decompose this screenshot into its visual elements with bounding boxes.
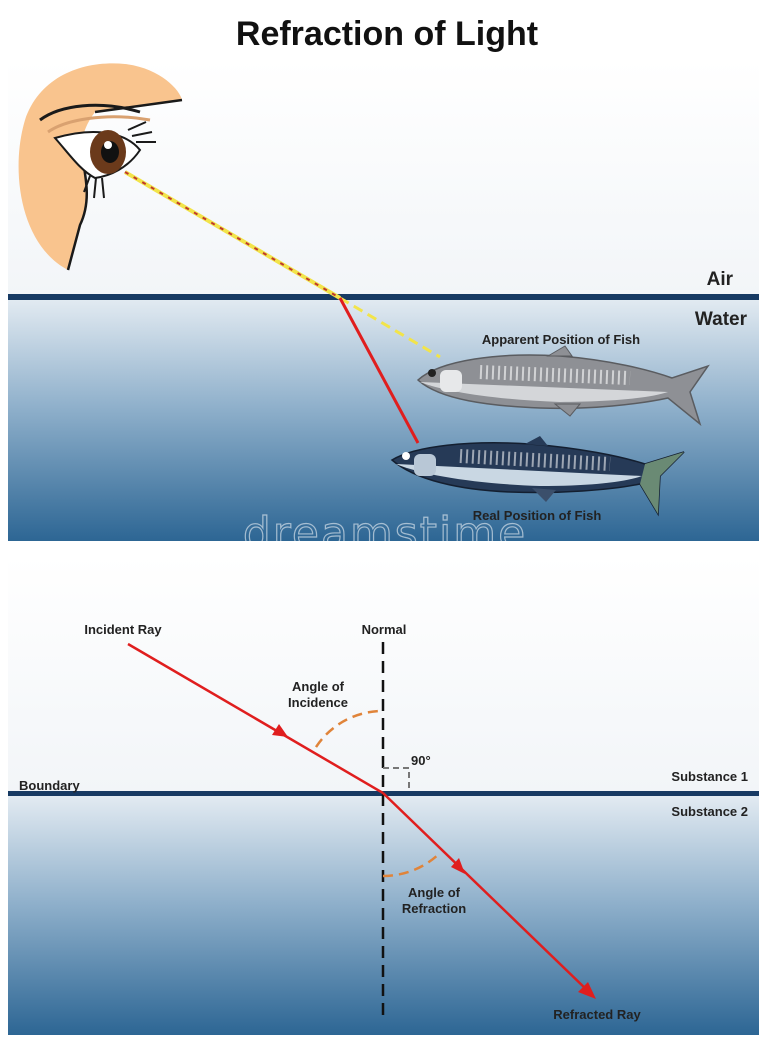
eye-icon (18, 63, 183, 271)
normal-label: Normal (362, 622, 407, 637)
refracted-ray-end-arrow (578, 982, 596, 999)
apparent-ray (339, 296, 441, 359)
substance2-label: Substance 2 (671, 804, 748, 819)
right-angle-marker (383, 767, 410, 792)
substance1-label: Substance 1 (671, 769, 748, 784)
incident-ray-arrow (272, 724, 288, 737)
angle-of-refraction-arc (382, 852, 441, 878)
angle-of-refraction-label-1: Angle of (408, 885, 461, 900)
apparent-fish (416, 345, 710, 427)
refracted-ray-label: Refracted Ray (553, 1007, 641, 1022)
substance1-region (8, 556, 759, 793)
air-label: Air (707, 269, 734, 290)
top-panel: Air Water dreamstime (8, 60, 759, 560)
right-angle-label: 90° (411, 753, 431, 768)
angle-of-incidence-label-1: Angle of (292, 679, 345, 694)
incident-ray-label: Incident Ray (84, 622, 162, 637)
incident-ray (127, 642, 384, 795)
page-title: Refraction of Light (236, 15, 538, 53)
water-region (8, 298, 759, 541)
water-surface-line (8, 294, 759, 300)
watermark: dreamstime (243, 508, 527, 559)
bottom-panel: Incident Ray Normal Angle of Incidence 9… (8, 556, 759, 1035)
boundary-label: Boundary (19, 778, 80, 793)
angle-of-incidence-label-2: Incidence (288, 695, 348, 710)
apparent-fish-label: Apparent Position of Fish (482, 332, 640, 347)
real-ray (338, 297, 420, 444)
refracted-ray (382, 792, 589, 992)
line-of-sight-ray-dash (124, 171, 341, 299)
angle-of-incidence-arc (314, 709, 384, 748)
real-fish-label: Real Position of Fish (473, 508, 602, 523)
real-fish (390, 436, 685, 517)
angle-of-refraction-label-2: Refraction (402, 901, 466, 916)
refracted-ray-mid-arrow (451, 858, 465, 874)
water-label: Water (695, 309, 748, 330)
